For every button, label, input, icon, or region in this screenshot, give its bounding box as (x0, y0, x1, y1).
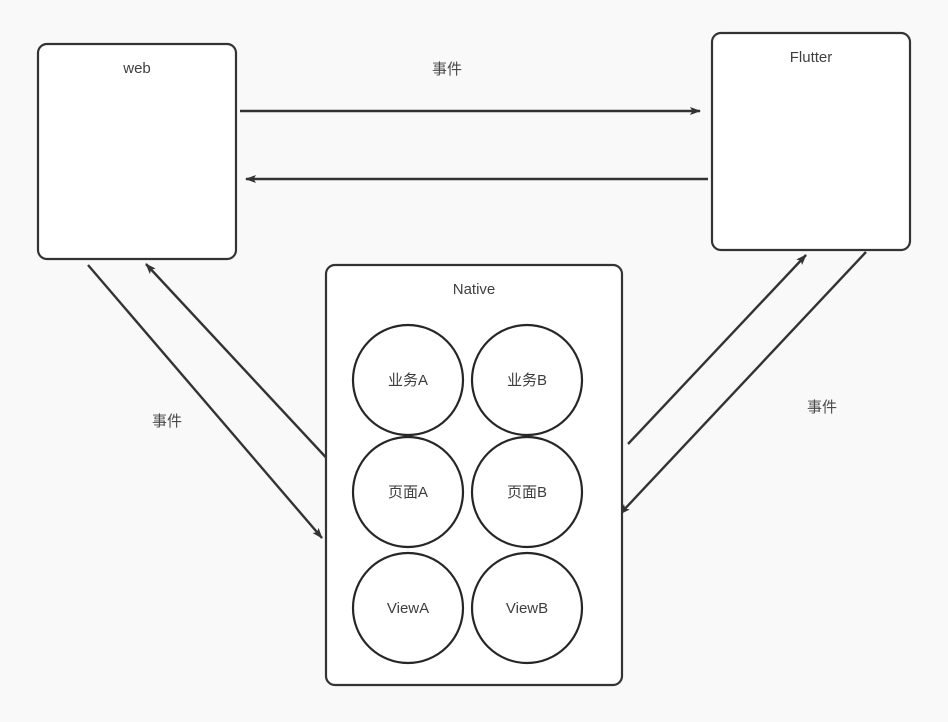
edge-native-to-web[interactable] (145, 263, 334, 466)
native-child-3[interactable]: 页面B (470, 435, 584, 549)
node-native-label: Native (453, 281, 496, 298)
native-child-label: ViewA (387, 600, 429, 617)
edge-native-to-flutter[interactable] (627, 254, 807, 445)
native-child-circle[interactable] (351, 551, 465, 665)
native-child-circle[interactable] (351, 323, 465, 437)
edge-label-web-flutter: 事件 (432, 61, 462, 78)
native-child-1[interactable]: 业务B (470, 323, 584, 437)
node-flutter-label: Flutter (790, 49, 833, 66)
native-child-5[interactable]: ViewB (470, 551, 584, 665)
native-child-label: 页面A (388, 484, 428, 501)
native-child-circle[interactable] (470, 551, 584, 665)
edge-group (87, 107, 867, 539)
native-child-2[interactable]: 页面A (351, 435, 465, 549)
node-flutter-shape[interactable] (710, 31, 912, 252)
native-child-0[interactable]: 业务A (351, 323, 465, 437)
native-child-circle[interactable] (351, 435, 465, 549)
native-child-label: 页面B (507, 484, 547, 501)
edge-label-group: 事件 事件 事件 (152, 61, 837, 430)
node-web[interactable]: web (36, 42, 238, 261)
native-children-group: 业务A 业务B 页面A 页面B ViewA ViewB (351, 323, 584, 665)
edge-flutter-to-native[interactable] (619, 251, 867, 515)
edge-label-web-native: 事件 (152, 413, 182, 430)
edge-label-flutter-native: 事件 (807, 399, 837, 416)
node-web-label: web (122, 60, 151, 77)
native-child-label: 业务A (388, 372, 428, 389)
node-flutter[interactable]: Flutter (710, 31, 912, 252)
node-web-shape[interactable] (36, 42, 238, 261)
edge-web-to-native[interactable] (87, 264, 323, 539)
native-child-4[interactable]: ViewA (351, 551, 465, 665)
native-child-label: 业务B (507, 372, 547, 389)
native-child-circle[interactable] (470, 435, 584, 549)
native-child-label: ViewB (506, 600, 548, 617)
native-child-circle[interactable] (470, 323, 584, 437)
